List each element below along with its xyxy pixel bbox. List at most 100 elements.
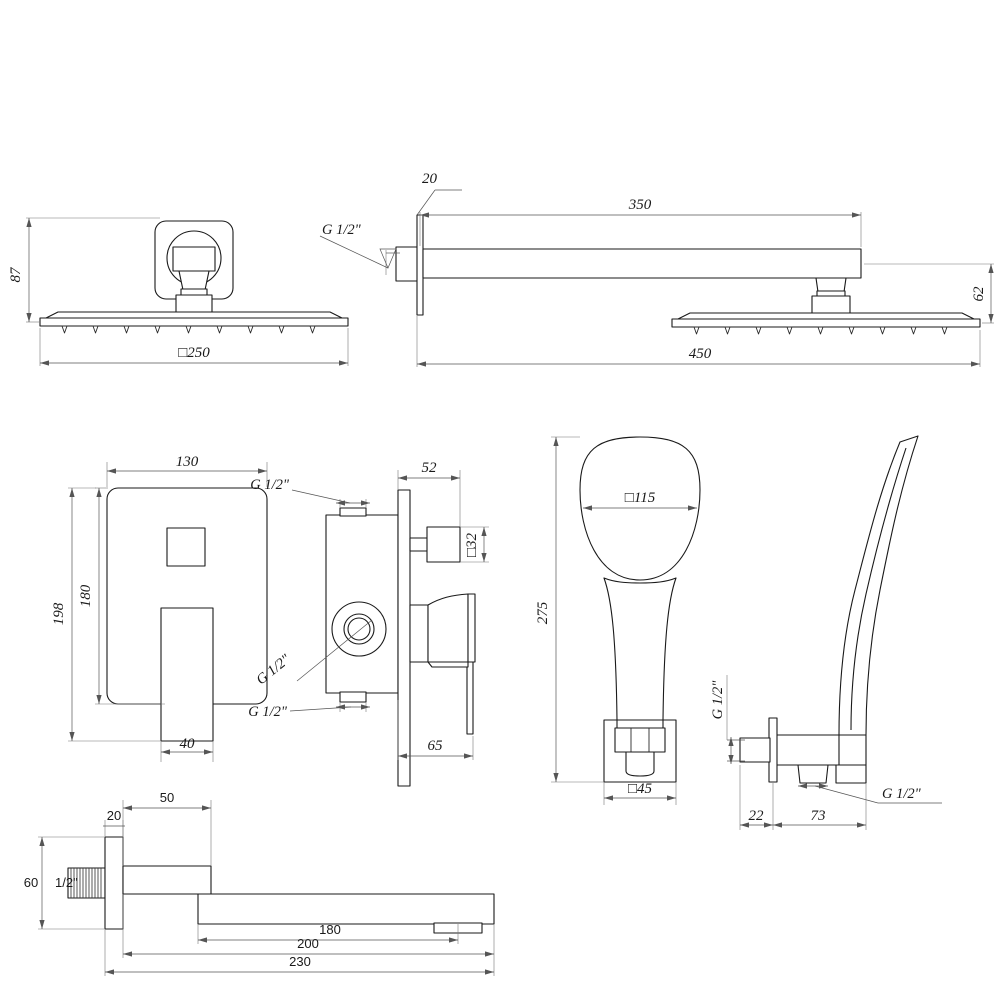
mixer-escutcheon (397, 489, 411, 787)
dim-label-230: 230 (289, 954, 311, 969)
nozzle (879, 326, 886, 335)
dim-label-130: 130 (176, 454, 199, 470)
hand-shower-hex-nut (614, 727, 666, 753)
view-spout: 50 20 60 1/2" 180 200 230 (24, 790, 495, 976)
mixer-side-port-inner (347, 617, 371, 641)
mixer-valve-body (325, 514, 399, 694)
shower-neck-taper (178, 270, 210, 291)
leader-g-half-arm (319, 235, 389, 269)
arm-wall-nipple (395, 246, 419, 282)
dim-label-62: 62 (971, 286, 987, 302)
label-g-half-mixer-bottom: G 1/2" (248, 704, 288, 720)
label-g-half-hs-outlet: G 1/2" (882, 786, 922, 802)
nozzle (941, 326, 948, 335)
view-hand-shower-front: □115 275 □45 (535, 436, 701, 805)
hand-shower-side-profile (838, 435, 919, 736)
nozzle (216, 325, 223, 334)
hand-shower-thread-stub (625, 751, 655, 777)
nozzle (817, 326, 824, 335)
label-half-inch-spout: 1/2" (55, 875, 78, 890)
dim-label-250: □250 (178, 345, 210, 361)
hand-shower-mount-block (837, 734, 867, 766)
nozzle (786, 326, 793, 335)
dim-label-350: 350 (628, 197, 652, 213)
dim-label-87: 87 (8, 266, 24, 283)
wall-outlet-arm (774, 734, 840, 766)
dim-label-20-top: 20 (422, 171, 438, 187)
nozzle (693, 326, 700, 335)
nozzle (61, 325, 68, 334)
shower-head-slab-2 (671, 318, 981, 328)
shower-arm-tube (422, 248, 862, 279)
dim-label-180-spout: 180 (319, 922, 341, 937)
dim-label-22: 22 (749, 808, 765, 824)
dim-label-60: 60 (24, 875, 38, 890)
label-g-half-arm: G 1/2" (322, 222, 362, 238)
shower-nozzle-group-2 (693, 326, 948, 335)
arrow-g-half-arm (379, 248, 397, 269)
spout-arm (197, 893, 495, 925)
dim-label-20-spout: 20 (107, 808, 121, 823)
mixer-side-port-outer (331, 601, 387, 657)
hand-shower-grip (603, 577, 677, 721)
nozzle (278, 325, 285, 334)
dim-label-45: □45 (628, 781, 653, 797)
shower-head-slab (39, 317, 349, 327)
nozzle (185, 325, 192, 334)
mixer-top-inlet (339, 507, 367, 517)
dim-label-198: 198 (51, 602, 67, 625)
handle-underside (427, 661, 469, 668)
dim-label-200: 200 (297, 936, 319, 951)
nozzle (755, 326, 762, 335)
leader-g-hs-outlet (814, 785, 879, 804)
outlet-port-right (835, 764, 867, 784)
dim-label-65: 65 (428, 738, 444, 754)
spout-wall-flange (104, 836, 124, 930)
dim-label-32: □32 (464, 532, 480, 557)
arm-drop-collar (816, 290, 846, 297)
arm-drop-taper (815, 277, 847, 293)
label-g-half-hs-flange: G 1/2" (710, 680, 726, 720)
mixer-side-port-mid (343, 613, 375, 645)
diverter-knob (426, 526, 461, 563)
view-mixer-side: 52 □32 65 G 1/2" G 1/2" G 1/2" (248, 460, 489, 787)
nozzle (724, 326, 731, 335)
dim-label-50: 50 (160, 790, 174, 805)
ball-joint-body (172, 246, 216, 272)
dim-label-40: 40 (180, 736, 196, 752)
dim-label-115: □115 (625, 490, 656, 506)
dim-label-52: 52 (422, 460, 438, 476)
nozzle (247, 325, 254, 334)
shower-nozzle-group (61, 325, 316, 334)
wall-outlet-nipple (739, 737, 771, 763)
hand-shower-collar (616, 719, 664, 729)
dim-label-180-plate: 180 (78, 584, 94, 607)
hand-shower-head (579, 436, 701, 581)
nozzle (910, 326, 917, 335)
diverter-button (166, 527, 206, 567)
view-overhead-shower-front: 87 □250 (8, 217, 349, 366)
dim-label-275: 275 (535, 601, 551, 624)
nozzle (309, 325, 316, 334)
handle-body (427, 593, 469, 663)
diverter-stem (409, 537, 429, 552)
view-hand-shower-side: G 1/2" G 1/2" 22 73 (710, 435, 942, 830)
handle-neck (467, 593, 476, 663)
dim-label-73: 73 (811, 808, 826, 824)
view-overhead-shower-side: 20 G 1/2" 350 62 450 (319, 171, 994, 367)
hand-shower-spine (850, 447, 907, 731)
spout-body-upper (122, 865, 212, 895)
spout-thread-hatch (70, 868, 102, 898)
shower-neck-collar (180, 288, 208, 296)
leader-g-port (296, 619, 373, 682)
dim-label-450: 450 (689, 346, 712, 362)
mixer-bottom-outlet (339, 691, 367, 703)
handle-lever-arm (466, 661, 474, 735)
view-mixer-front: 130 180 198 40 (51, 454, 268, 762)
nozzle (154, 325, 161, 334)
leader-20 (416, 189, 436, 216)
outlet-port-left (797, 764, 829, 784)
nozzle (92, 325, 99, 334)
leader-g-bot (289, 706, 352, 712)
